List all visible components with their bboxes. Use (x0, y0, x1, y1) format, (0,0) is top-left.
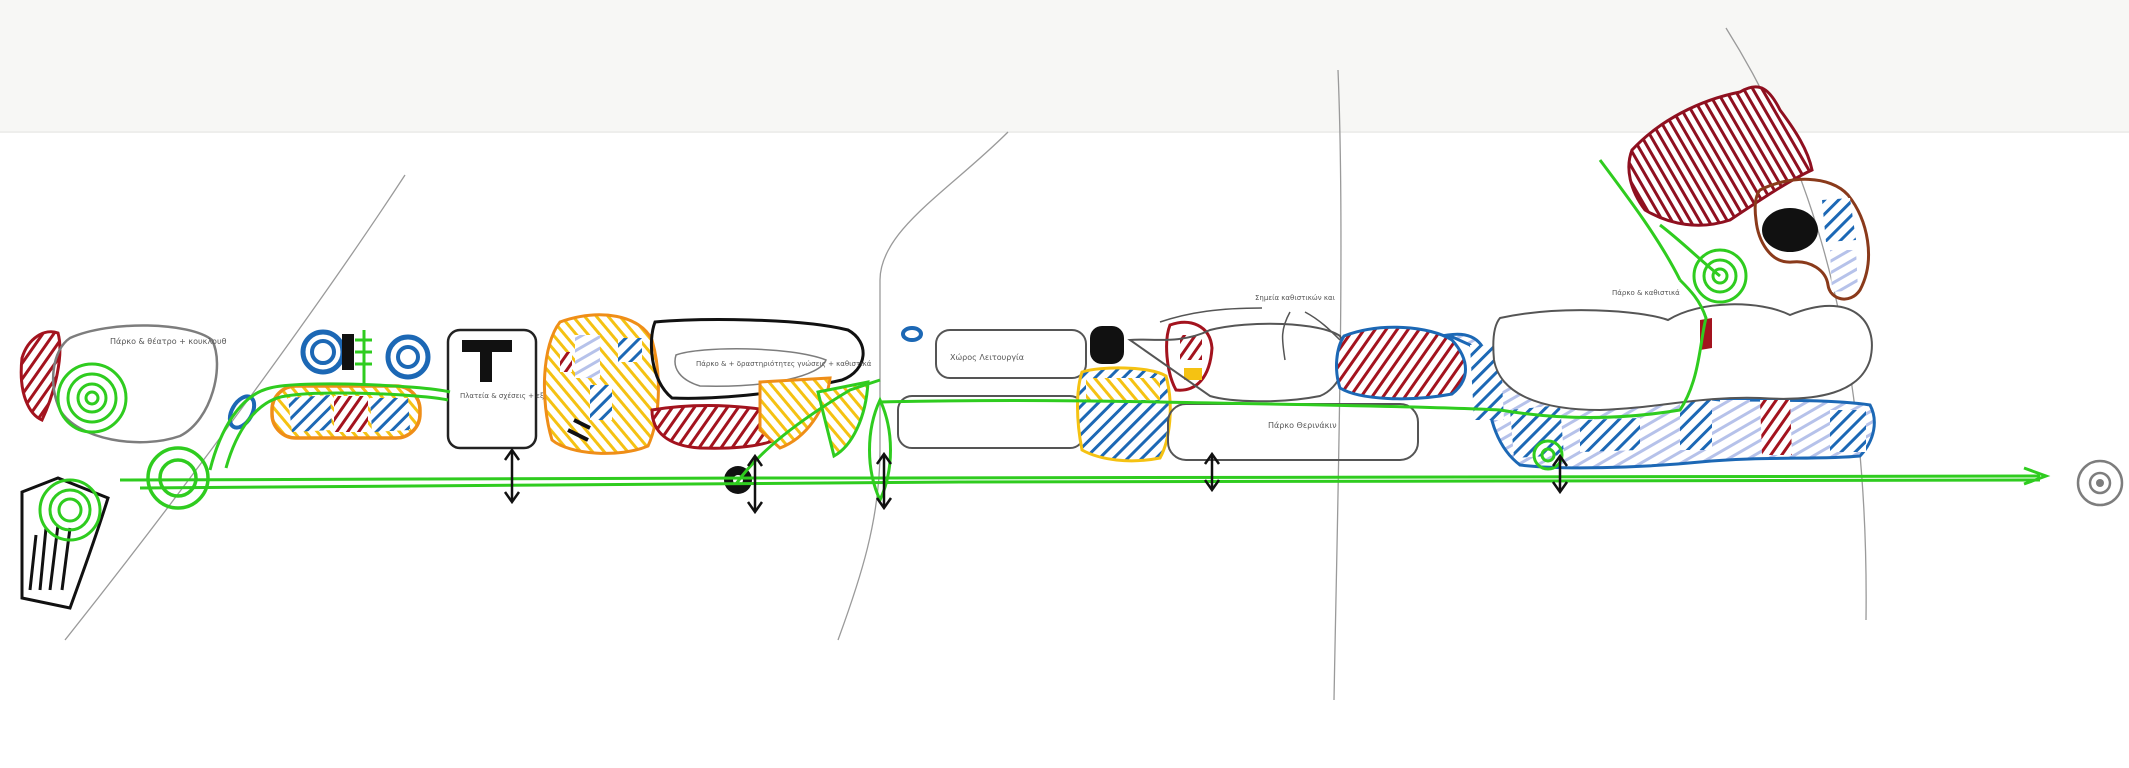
note-park-theatre: Πάρκο & θέατρο + κουκλουθ (110, 336, 227, 346)
green-spiral-entrance (40, 480, 100, 540)
green-spiral-left (58, 364, 126, 432)
east-blue-zone (1337, 327, 1466, 399)
yellow-band-seating (1086, 378, 1160, 400)
activity-park-zone (651, 320, 863, 399)
blue-hatch-zone-4 (590, 385, 612, 420)
lavender-hatch-east (1720, 400, 1752, 450)
crossing-arrow-3 (1205, 454, 1219, 490)
note-activity-park: Πάρκο & + δραστηριότητες γνώσεις + καθισ… (696, 360, 872, 368)
summer-park-box (1168, 404, 1418, 460)
lavender-hatch-ne (1830, 250, 1858, 292)
function-box-lower (898, 396, 1084, 448)
yellow-wedge (760, 378, 830, 448)
yellow-program-zone (544, 315, 658, 454)
note-seats: Σημεία καθιστικών και (1255, 294, 1336, 302)
note-park-ne: Πάρκο & καθιστικά (1612, 289, 1680, 297)
crossing-arrow-4 (1553, 456, 1567, 492)
black-pill (1090, 326, 1124, 364)
blue-hatch-zone-3 (618, 338, 642, 362)
paper-scan-band (0, 0, 2129, 132)
red-hatch-zone-1 (334, 396, 368, 432)
blue-ring-1 (303, 332, 343, 372)
blue-ring-2 (388, 337, 428, 377)
green-node-left (148, 448, 208, 508)
blue-hatch-zone-1 (288, 395, 332, 432)
plaza-t-symbol (462, 340, 512, 382)
lavender-hatch-zone-1 (575, 335, 600, 378)
red-hatch-zone-2 (560, 352, 572, 372)
blue-hatch-east-3 (1580, 418, 1640, 452)
green-tree-marks (355, 330, 372, 388)
note-function: Χώρος Λειτουργία (950, 352, 1024, 362)
note-summer-park: Πάρκο Θερινάκιν (1268, 421, 1337, 430)
black-pillar (342, 334, 354, 370)
blue-hatch-ne (1822, 198, 1856, 242)
crossing-arrow-1 (505, 450, 519, 502)
blue-dot-marker (903, 328, 921, 340)
black-oval-ne (1762, 208, 1818, 252)
red-hatch-east (1760, 400, 1792, 455)
entrance-bars (30, 525, 70, 590)
blue-hatch-east-5 (1830, 410, 1866, 452)
grey-park-zone (1493, 304, 1872, 410)
blue-hatch-zone-2 (370, 398, 410, 432)
end-target-center (2096, 479, 2104, 487)
yellow-chip-seating (1184, 368, 1202, 380)
